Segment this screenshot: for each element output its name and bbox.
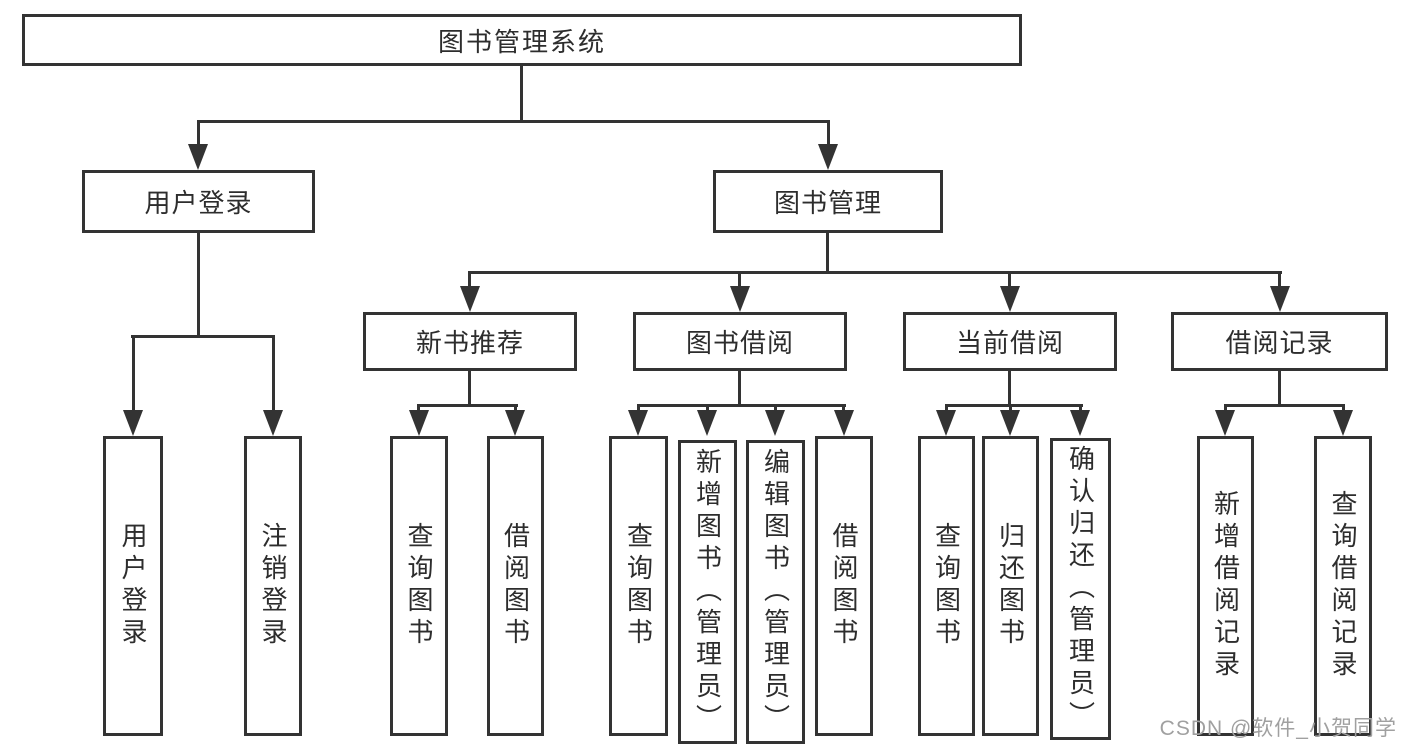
leaf-query-books: 查询图书	[918, 436, 975, 736]
connector-line	[945, 404, 1083, 407]
connector-line	[1009, 404, 1012, 414]
node-book-management: 图书管理	[713, 170, 943, 233]
connector-line	[272, 335, 275, 413]
connector-line	[1278, 369, 1281, 407]
connector-line	[637, 404, 640, 414]
leaf-edit-books-admin: 编辑图书（管理员）	[746, 440, 805, 744]
leaf-label: 借阅图书	[829, 522, 859, 650]
arrowhead-icon	[1333, 410, 1353, 436]
connector-line	[514, 404, 517, 414]
connector-line	[468, 271, 471, 291]
node-label: 图书管理	[773, 188, 882, 218]
arrowhead-icon	[263, 410, 283, 436]
leaf-label: 归还图书	[995, 522, 1026, 650]
leaf-label: 新增借阅记录	[1210, 490, 1241, 682]
connector-line	[842, 404, 845, 414]
connector-line	[197, 120, 200, 148]
arrowhead-icon	[818, 144, 838, 170]
connector-line	[132, 335, 135, 413]
connector-line	[1278, 271, 1281, 291]
leaf-label: 借阅图书	[500, 522, 531, 650]
arrowhead-icon	[505, 410, 525, 436]
connector-line	[738, 369, 741, 407]
connector-line	[945, 404, 948, 414]
arrowhead-icon	[188, 144, 208, 170]
leaf-label: 查询图书	[931, 522, 962, 650]
arrowhead-icon	[409, 410, 429, 436]
arrowhead-icon	[1215, 410, 1235, 436]
connector-line	[1224, 404, 1227, 414]
arrowhead-icon	[697, 410, 717, 436]
connector-line	[706, 404, 709, 414]
connector-line	[131, 335, 275, 338]
node-label: 图书借阅	[685, 328, 794, 358]
arrowhead-icon	[936, 410, 956, 436]
leaf-query-borrow-record: 查询借阅记录	[1314, 436, 1372, 736]
connector-line	[738, 271, 741, 291]
node-borrowing-records: 借阅记录	[1171, 312, 1388, 371]
arrowhead-icon	[1070, 410, 1090, 436]
arrowhead-icon	[123, 410, 143, 436]
connector-line	[468, 271, 1282, 274]
node-user-login: 用户登录	[82, 170, 315, 233]
connector-line	[827, 120, 830, 148]
leaf-query-books: 查询图书	[609, 436, 668, 736]
leaf-confirm-return-admin: 确认归还（管理员）	[1050, 438, 1111, 740]
watermark: CSDN @软件_小贺同学	[1159, 717, 1397, 740]
node-label: 用户登录	[144, 188, 253, 218]
leaf-label: 用户登录	[118, 522, 148, 650]
arrowhead-icon	[460, 286, 480, 312]
node-label: 图书管理系统	[437, 26, 606, 57]
connector-line	[468, 369, 471, 407]
arrowhead-icon	[1270, 286, 1290, 312]
leaf-label: 查询借阅记录	[1328, 490, 1358, 682]
leaf-label: 编辑图书（管理员）	[760, 448, 791, 736]
connector-line	[1342, 404, 1345, 414]
connector-line	[520, 66, 523, 123]
arrowhead-icon	[765, 410, 785, 436]
connector-line	[418, 404, 518, 407]
leaf-label: 查询图书	[623, 522, 654, 650]
arrowhead-icon	[628, 410, 648, 436]
connector-line	[197, 233, 200, 337]
leaf-add-books-admin: 新增图书（管理员）	[678, 440, 737, 744]
node-label: 当前借阅	[955, 328, 1064, 358]
node-label: 借阅记录	[1225, 328, 1334, 358]
leaf-user-login: 用户登录	[103, 436, 163, 736]
node-library-management-system: 图书管理系统	[22, 14, 1022, 66]
connector-line	[774, 404, 777, 414]
arrowhead-icon	[1000, 410, 1020, 436]
connector-line	[1008, 271, 1011, 291]
leaf-add-borrow-record: 新增借阅记录	[1197, 436, 1254, 736]
connector-line	[417, 404, 420, 414]
node-book-borrowing: 图书借阅	[633, 312, 847, 371]
leaf-label: 注销登录	[258, 522, 288, 650]
arrowhead-icon	[834, 410, 854, 436]
connector-line	[1224, 404, 1345, 407]
leaf-return-books: 归还图书	[982, 436, 1039, 736]
connector-line	[637, 404, 846, 407]
node-label: 新书推荐	[415, 328, 524, 358]
leaf-borrow-books: 借阅图书	[487, 436, 544, 736]
node-new-book-recommendation: 新书推荐	[363, 312, 577, 371]
arrowhead-icon	[730, 286, 750, 312]
leaf-label: 新增图书（管理员）	[692, 448, 723, 736]
node-current-borrowing: 当前借阅	[903, 312, 1117, 371]
connector-line	[197, 120, 830, 123]
connector-line	[826, 233, 829, 273]
leaf-borrow-books: 借阅图书	[815, 436, 873, 736]
leaf-label: 确认归还（管理员）	[1065, 445, 1096, 733]
connector-line	[1079, 404, 1082, 414]
leaf-logout-login: 注销登录	[244, 436, 302, 736]
arrowhead-icon	[1000, 286, 1020, 312]
leaf-query-books: 查询图书	[390, 436, 448, 736]
connector-line	[1008, 369, 1011, 407]
leaf-label: 查询图书	[404, 522, 434, 650]
